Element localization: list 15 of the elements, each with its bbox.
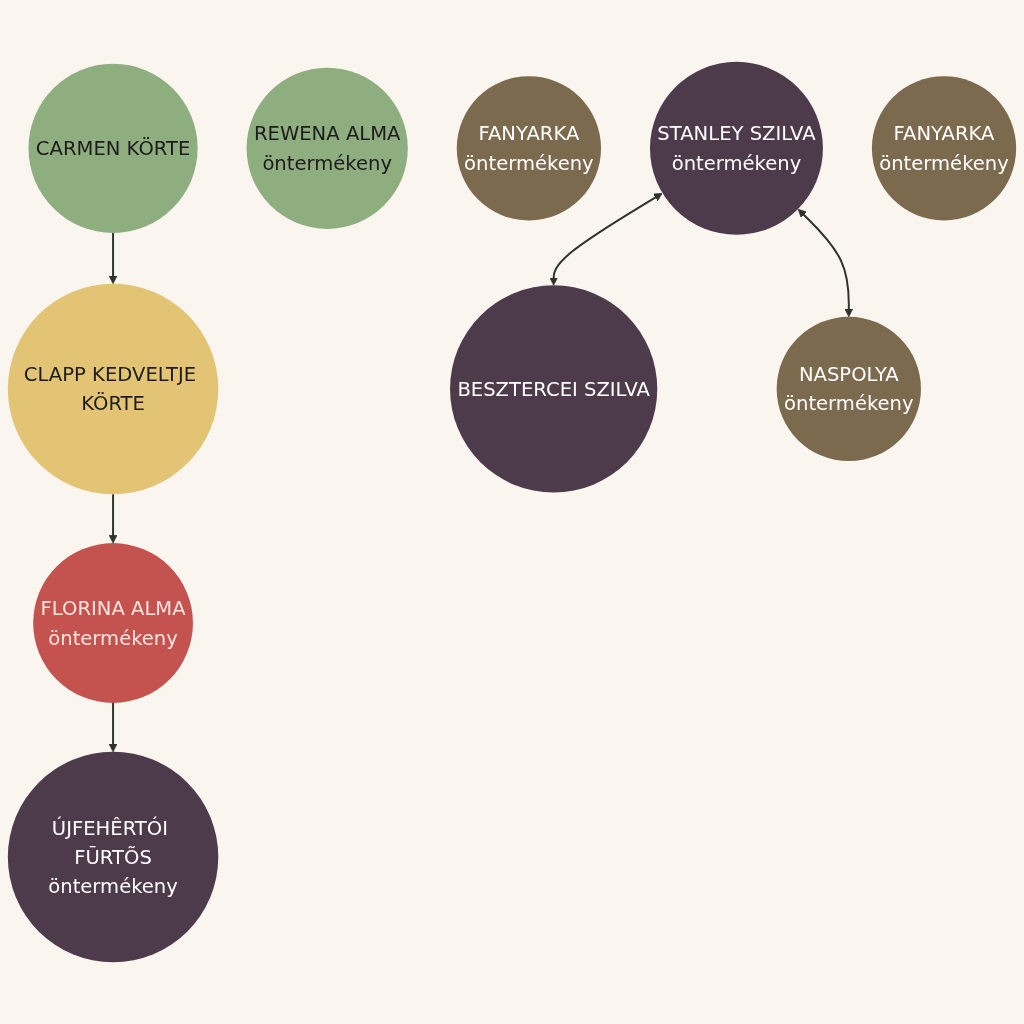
arrow — [108, 701, 118, 753]
node-circle: BESZTERCEI SZILVA — [450, 285, 658, 493]
arrow — [797, 208, 854, 318]
node-circle: NASPOLYA öntermékeny — [776, 316, 921, 462]
node-circle: ÚJFEHÊRTÓI FŪRTÕS öntermékeny — [7, 751, 219, 963]
node-circle: STANLEY SZILVA öntermékeny — [650, 61, 823, 235]
node-circle: REWENA ALMA öntermékeny — [246, 67, 408, 229]
node-circle: CLAPP KEDVELTJE KÖRTE — [7, 283, 219, 495]
node-circle: FANYARKA öntermékeny — [456, 76, 602, 221]
node-circle: FANYARKA öntermékeny — [871, 76, 1017, 221]
arrow — [549, 192, 663, 286]
arrow — [108, 493, 118, 544]
arrow — [108, 231, 118, 285]
node-circle: FLORINA ALMA öntermékeny — [33, 543, 193, 703]
node-circle: CARMEN KÖRTE — [28, 63, 198, 233]
